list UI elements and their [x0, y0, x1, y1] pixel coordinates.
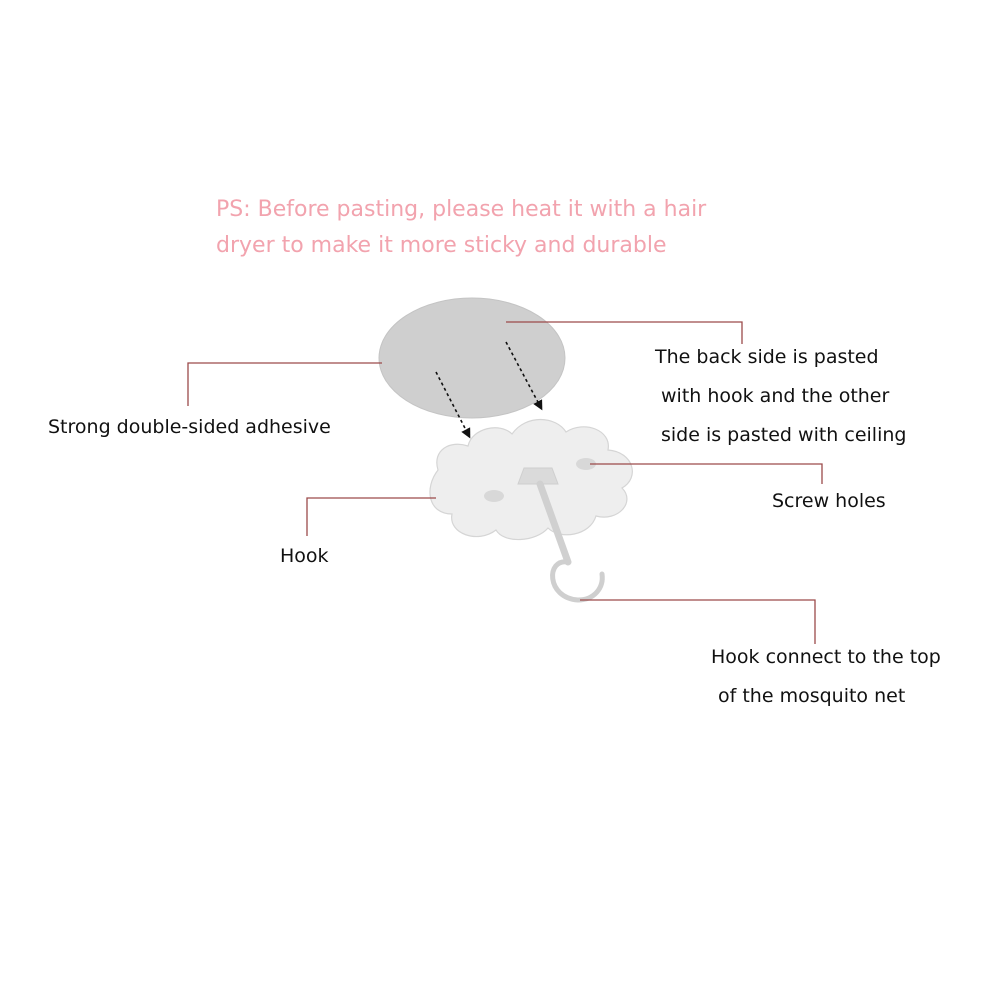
hook-base	[429, 419, 633, 541]
leader-line-hook-connect	[580, 599, 816, 644]
label-adhesive: Strong double-sided adhesive	[48, 416, 331, 438]
leader-line-hook	[306, 497, 436, 536]
note-line-1: PS: Before pasting, please heat it with …	[216, 197, 707, 222]
label-hook-connect-line-2: of the mosquito net	[718, 685, 906, 707]
label-back-side-line-3: side is pasted with ceiling	[661, 424, 907, 446]
placement-arrow-right	[505, 341, 543, 411]
label-back-side-line-1: The back side is pasted	[655, 346, 879, 368]
leader-line-back-side	[506, 321, 743, 344]
hook-shape	[536, 480, 605, 603]
label-screw-holes: Screw holes	[772, 490, 886, 512]
label-hook: Hook	[280, 545, 329, 567]
leader-line-adhesive	[187, 362, 382, 406]
leader-line-screw-holes	[590, 463, 823, 484]
hook-mount-slot	[517, 467, 559, 485]
note-line-2: dryer to make it more sticky and durable	[216, 233, 667, 258]
screw-hole-right	[576, 458, 596, 470]
label-hook-connect: Hook connect to the top of the mosquito …	[711, 638, 941, 716]
screw-hole-left	[484, 490, 504, 502]
adhesive-disc	[378, 297, 566, 419]
heating-tip-note: PS: Before pasting, please heat it with …	[216, 192, 776, 264]
label-back-side: The back side is pasted with hook and th…	[655, 338, 906, 455]
label-back-side-line-2: with hook and the other	[661, 385, 890, 407]
label-hook-connect-line-1: Hook connect to the top	[711, 646, 941, 668]
